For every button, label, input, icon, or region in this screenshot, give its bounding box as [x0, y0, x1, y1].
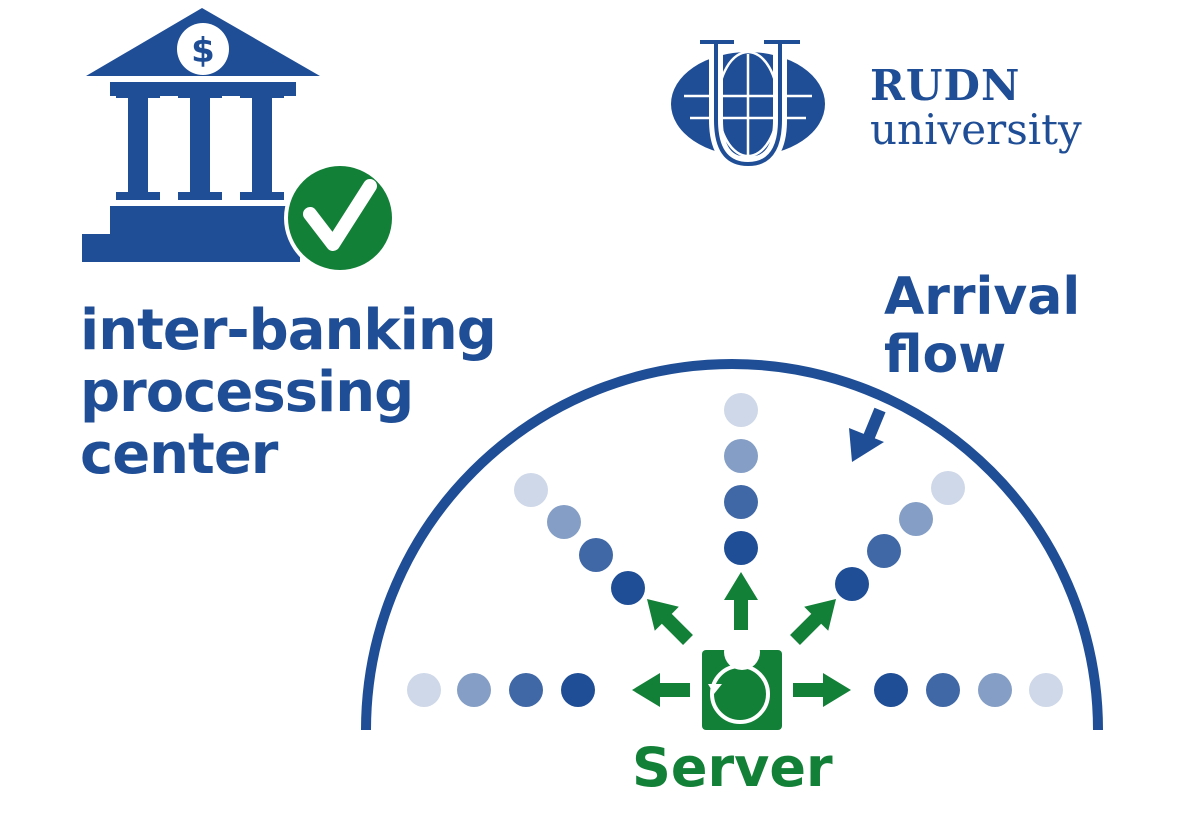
service-arrow	[646, 598, 693, 645]
dollar-badge	[177, 23, 229, 75]
customer-dot	[547, 505, 581, 539]
dollar-sign: $	[191, 31, 215, 71]
customer-dot	[509, 673, 543, 707]
customer-dot	[724, 531, 758, 565]
bank-base	[110, 206, 290, 220]
rudn-logo	[671, 40, 825, 172]
customer-dot	[407, 673, 441, 707]
customer-dot	[835, 567, 869, 601]
customer-dot	[899, 502, 933, 536]
arrival-dome	[361, 359, 1103, 731]
university-name-line2: university	[870, 105, 1082, 154]
service-arrow	[724, 572, 758, 630]
customer-dot	[724, 439, 758, 473]
customer-dot	[874, 673, 908, 707]
customer-dot	[514, 473, 548, 507]
server-label: Server	[632, 736, 833, 799]
service-arrows	[632, 572, 851, 707]
customer-dot	[867, 534, 901, 568]
bank-label: inter-banking processing center	[80, 298, 497, 487]
bank-steps	[82, 220, 300, 262]
university-name: RUDN university	[870, 64, 1082, 152]
rudn-letters-outline	[700, 40, 800, 167]
customer-dot	[724, 393, 758, 427]
customer-dots	[407, 393, 1063, 707]
customer-dot	[579, 538, 613, 572]
service-arrow	[632, 673, 690, 707]
server-icon	[702, 634, 782, 730]
customer-dot	[926, 673, 960, 707]
cycle-arrow-icon	[708, 684, 722, 694]
service-arrow	[790, 598, 837, 645]
check-circle-icon	[284, 162, 396, 274]
customer-dot	[457, 673, 491, 707]
customer-dot	[931, 471, 965, 505]
customer-dot	[978, 673, 1012, 707]
arrival-arrow	[849, 407, 886, 462]
arrival-flow-label: Arrival flow	[884, 267, 1081, 385]
bank-icon: $	[82, 8, 320, 262]
customer-dot	[611, 571, 645, 605]
university-name-line1: RUDN	[870, 61, 1021, 110]
customer-dot	[561, 673, 595, 707]
customer-dot	[1029, 673, 1063, 707]
customer-dot	[724, 485, 758, 519]
service-arrow	[793, 673, 851, 707]
bank-columns	[116, 90, 284, 200]
